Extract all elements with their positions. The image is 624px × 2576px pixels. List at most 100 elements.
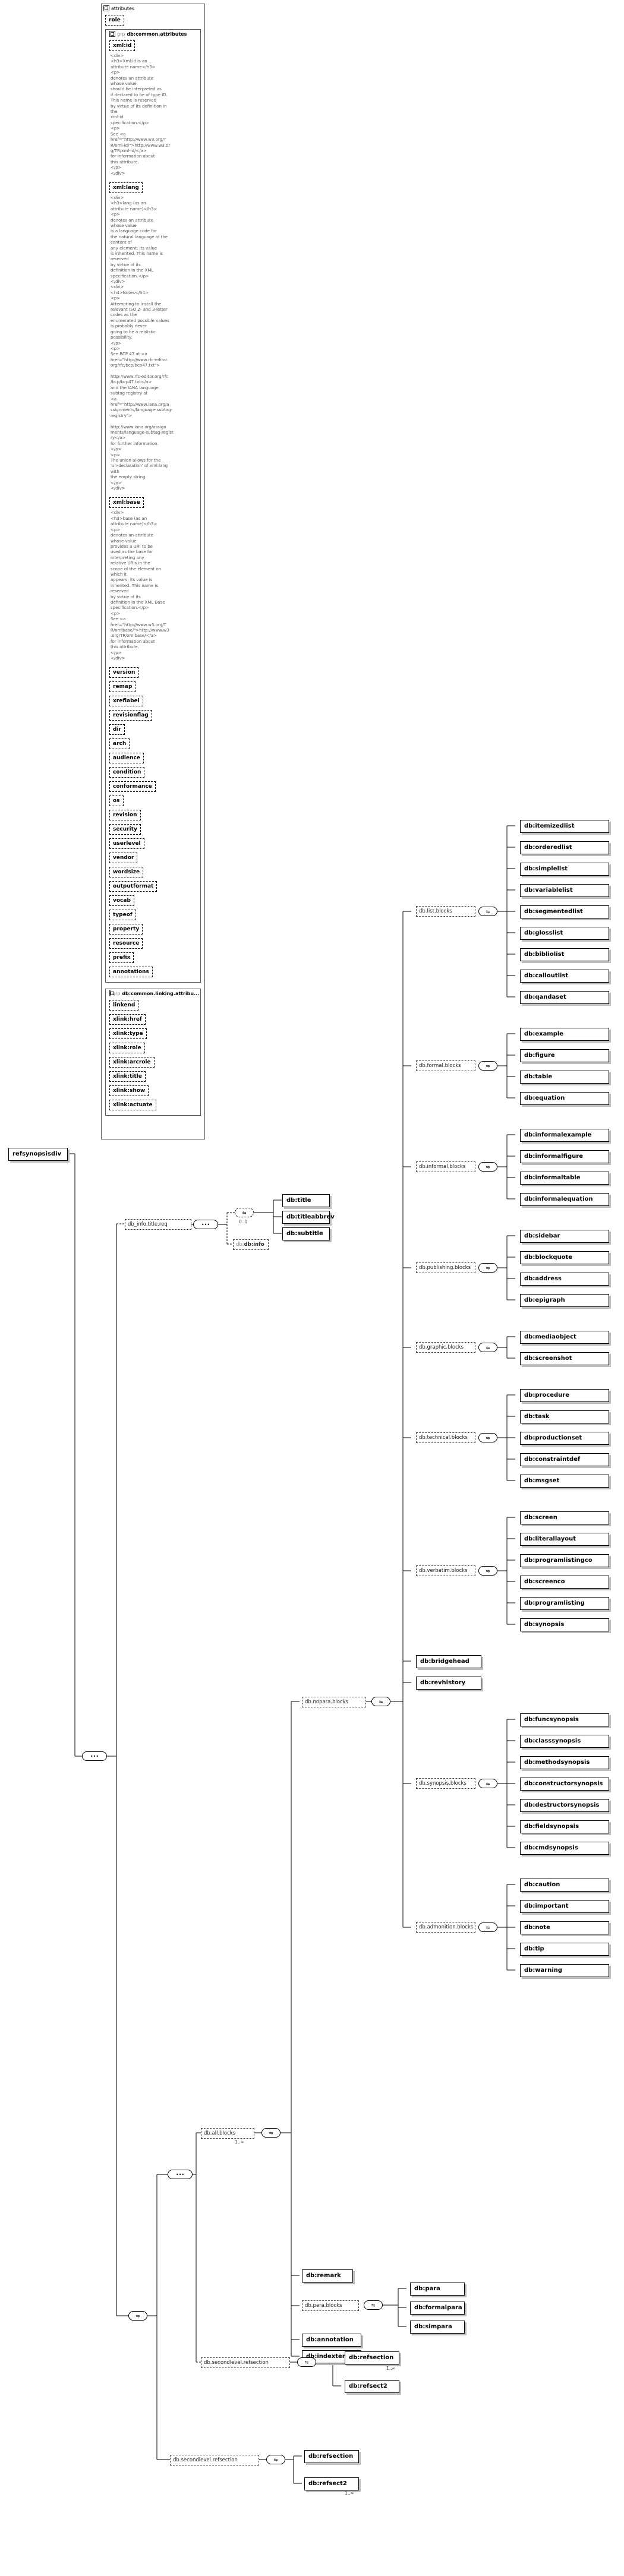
block-category-db-list-blocks[interactable]: db.list.blocks [416,906,475,917]
attribute-revision[interactable]: revision [109,810,141,821]
attribute-audience[interactable]: audience [109,753,144,764]
attribute-prefix[interactable]: prefix [109,952,134,964]
block-element-db-literallayout[interactable]: db:literallayout [520,1533,609,1546]
block-element-db-mediaobject[interactable]: db:mediaobject [520,1331,609,1344]
block-element-db-methodsynopsis[interactable]: db:methodsynopsis [520,1756,609,1769]
block-category-db-publishing-blocks[interactable]: db.publishing.blocks [416,1262,475,1273]
block-element-db-simpara[interactable]: db:simpara [410,2321,465,2334]
block-element-db-funcsynopsis[interactable]: db:funcsynopsis [520,1713,609,1726]
block-element-db-epigraph[interactable]: db:epigraph [520,1294,609,1307]
block-element-db-orderedlist[interactable]: db:orderedlist [520,841,609,854]
info-element[interactable]: db:db:info [233,1239,269,1250]
block-category-db-formal-blocks[interactable]: db.formal.blocks [416,1060,475,1071]
block-element-db-tip[interactable]: db:tip [520,1943,609,1956]
block-element-db-important[interactable]: db:important [520,1900,609,1913]
block-element-db-glosslist[interactable]: db:glosslist [520,927,609,940]
block-element-db-bibliolist[interactable]: db:bibliolist [520,948,609,961]
block-element-remark[interactable]: db:remark [302,2269,353,2283]
attribute-xlink-actuate[interactable]: xlink:actuate [109,1100,156,1111]
block-element-db-note[interactable]: db:note [520,1921,609,1934]
block-element-db-segmentedlist[interactable]: db:segmentedlist [520,905,609,918]
nopara-blocks-group[interactable]: db.nopara.blocks [302,1697,366,1707]
attribute-vendor[interactable]: vendor [109,853,138,864]
block-element-db-sidebar[interactable]: db:sidebar [520,1230,609,1243]
root-element-refsynopsisdiv[interactable]: refsynopsisdiv [8,1148,68,1161]
block-element-db-synopsis[interactable]: db:synopsis [520,1618,609,1631]
attribute-xml-base[interactable]: xml:base [109,497,144,509]
attribute-xlink-href[interactable]: xlink:href [109,1014,146,1025]
block-element-db-screenshot[interactable]: db:screenshot [520,1352,609,1365]
attribute-linkend[interactable]: linkend [109,1000,139,1011]
block-element-db-warning[interactable]: db:warning [520,1964,609,1977]
block-element-db-productionset[interactable]: db:productionset [520,1432,609,1445]
secondlevel-required-group[interactable]: db.secondlevel.refsection [170,2455,259,2465]
block-element-db-example[interactable]: db:example [520,1028,609,1041]
attribute-annotations[interactable]: annotations [109,967,153,978]
block-element-db-programlisting[interactable]: db:programlisting [520,1597,609,1610]
block-element-db-itemizedlist[interactable]: db:itemizedlist [520,820,609,833]
attribute-xlink-title[interactable]: xlink:title [109,1071,146,1082]
block-element-db-formalpara[interactable]: db:formalpara [410,2302,465,2315]
block-category-db-informal-blocks[interactable]: db.informal.blocks [416,1161,475,1172]
attribute-xreflabel[interactable]: xreflabel [109,696,143,707]
block-element-db-procedure[interactable]: db:procedure [520,1389,609,1402]
attribute-revisionflag[interactable]: revisionflag [109,710,152,721]
block-element-db-equation[interactable]: db:equation [520,1092,609,1105]
block-element-db-variablelist[interactable]: db:variablelist [520,884,609,897]
block-element-db-screenco[interactable]: db:screenco [520,1576,609,1589]
block-element-db-screen[interactable]: db:screen [520,1511,609,1524]
info-child-db-title[interactable]: db:title [282,1194,330,1207]
attribute-arch[interactable]: arch [109,738,130,750]
secondlevel-optional-group[interactable]: db.secondlevel.refsection [201,2357,290,2368]
attribute-dir[interactable]: dir [109,724,125,735]
info-child-db-subtitle[interactable]: db:subtitle [282,1227,330,1240]
block-element-db-informalequation[interactable]: db:informalequation [520,1193,609,1206]
block-element-db-constraintdef[interactable]: db:constraintdef [520,1453,609,1466]
block-element-db-para[interactable]: db:para [410,2283,465,2296]
block-element-db-simplelist[interactable]: db:simplelist [520,863,609,876]
block-element-db-classsynopsis[interactable]: db:classsynopsis [520,1735,609,1748]
attribute-conformance[interactable]: conformance [109,781,156,793]
block-element-db-bridgehead[interactable]: db:bridgehead [416,1655,481,1668]
secondlevel-req-db-refsection[interactable]: db:refsection [304,2450,359,2463]
attribute-xml-lang[interactable]: xml:lang [109,182,143,193]
attribute-version[interactable]: version [109,667,139,678]
attribute-xlink-type[interactable]: xlink:type [109,1028,147,1040]
attribute-xlink-role[interactable]: xlink:role [109,1043,145,1054]
block-category-db-graphic-blocks[interactable]: db.graphic.blocks [416,1342,475,1353]
attribute-os[interactable]: os [109,795,124,807]
block-element-db-cmdsynopsis[interactable]: db:cmdsynopsis [520,1842,609,1855]
block-element-db-figure[interactable]: db:figure [520,1049,609,1062]
attribute-remap[interactable]: remap [109,681,136,693]
block-element-db-informalfigure[interactable]: db:informalfigure [520,1150,609,1163]
info-child-db-titleabbrev[interactable]: db:titleabbrev [282,1211,335,1224]
attribute-userlevel[interactable]: userlevel [109,838,144,850]
secondlevel-opt-db-refsect2[interactable]: db:refsect2 [345,2380,399,2393]
block-element-db-qandaset[interactable]: db:qandaset [520,991,609,1004]
attribute-vocab[interactable]: vocab [109,895,134,907]
attribute-xml-id[interactable]: xml:id [109,40,135,51]
attribute-typeof[interactable]: typeof [109,910,136,921]
block-element-db-informalexample[interactable]: db:informalexample [520,1129,609,1142]
block-element-db-destructorsynopsis[interactable]: db:destructorsynopsis [520,1799,609,1812]
attribute-xlink-show[interactable]: xlink:show [109,1085,149,1097]
block-element-db-calloutlist[interactable]: db:calloutlist [520,970,609,983]
para-blocks-group[interactable]: db.para.blocks [302,2300,359,2311]
secondlevel-opt-db-refsection[interactable]: db:refsection [345,2351,399,2365]
block-element-db-table[interactable]: db:table [520,1071,609,1084]
info-title-group[interactable]: db_info.title.req [125,1219,191,1230]
attribute-xlink-arcrole[interactable]: xlink:arcrole [109,1057,155,1068]
block-element-db-address[interactable]: db:address [520,1273,609,1286]
attribute-condition[interactable]: condition [109,767,145,778]
block-element-db-informaltable[interactable]: db:informaltable [520,1172,609,1185]
all-blocks-group[interactable]: db.all.blocks [201,2128,254,2139]
block-element-db-constructorsynopsis[interactable]: db:constructorsynopsis [520,1778,609,1791]
block-category-db-admonition-blocks[interactable]: db.admonition.blocks [416,1922,475,1933]
block-element-db-programlistingco[interactable]: db:programlistingco [520,1554,609,1567]
attribute-resource[interactable]: resource [109,938,143,949]
block-category-db-verbatim-blocks[interactable]: db.verbatim.blocks [416,1565,475,1576]
block-element-db-msgset[interactable]: db:msgset [520,1475,609,1488]
attribute-property[interactable]: property [109,924,143,935]
block-element-db-blockquote[interactable]: db:blockquote [520,1251,609,1264]
block-element-db-caution[interactable]: db:caution [520,1879,609,1892]
